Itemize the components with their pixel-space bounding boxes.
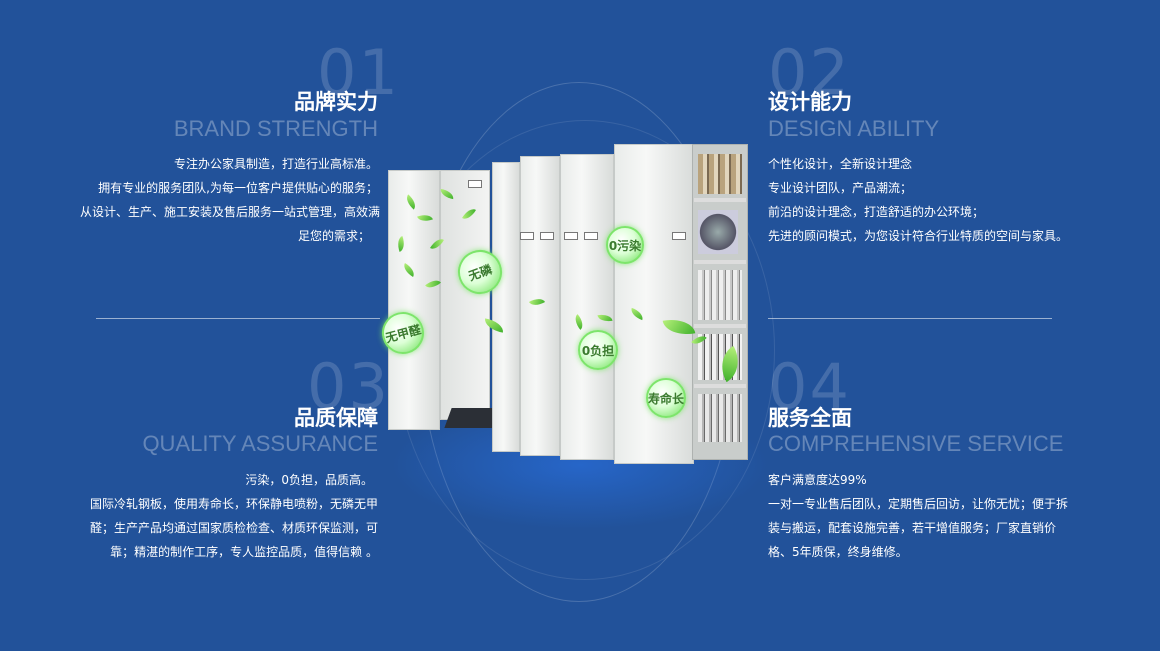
section-text-line: 足您的需求； <box>297 229 370 243</box>
section-number: 04 <box>768 350 851 423</box>
cabinet-handle <box>468 180 482 188</box>
section-text-line: 前沿的设计理念，打造舒适的办公环境； <box>768 205 985 219</box>
section-text-line: 污染，0负担，品质高。 <box>245 473 373 487</box>
section-title: 设计能力 <box>768 90 852 114</box>
section-text-line: 专注办公家具制造，打造行业高标准。 <box>173 157 378 171</box>
section-text-line: 专业设计团队，产品潮流； <box>768 181 913 195</box>
desk-fan <box>698 210 738 254</box>
cabinet-handle <box>564 232 578 240</box>
section-number: 02 <box>768 36 851 109</box>
mobile-shelving-cabinet-image <box>388 140 748 464</box>
section-title: 品牌实力 <box>294 90 378 114</box>
cabinet-panel <box>614 144 694 464</box>
cabinet-handle <box>520 232 534 240</box>
divider-line <box>96 318 380 319</box>
section-title: 品质保障 <box>294 406 378 430</box>
section-text-line: 拥有专业的服务团队,为每一位客户提供贴心的服务； <box>98 181 378 195</box>
section-text-line: 客户满意度达99% <box>768 473 867 487</box>
section-subtitle: QUALITY ASSURANCE <box>142 431 378 456</box>
section-text-line: 先进的顾问模式，为您设计符合行业特质的空间与家具。 <box>768 229 1069 243</box>
section-title: 服务全面 <box>768 406 852 430</box>
cabinet-panel <box>388 170 440 430</box>
shelf-board <box>694 260 746 264</box>
shelf-board <box>694 384 746 388</box>
eco-badge: 寿命长 <box>646 378 686 418</box>
section-text-line: 装与搬运，配套设施完善，若干增值服务；厂家直销价 <box>768 521 1057 535</box>
cabinet-handle <box>584 232 598 240</box>
eco-badge: 0负担 <box>578 330 618 370</box>
shelf-board <box>694 324 746 328</box>
section-text-line: 靠；精湛的制作工序，专人监控品质，值得信赖 。 <box>110 545 378 559</box>
section-text-line: 国际冷轧钢板，使用寿命长，环保静电喷粉，无磷无甲 <box>89 497 378 511</box>
section-number: 01 <box>317 36 400 109</box>
binders <box>698 154 742 194</box>
section-text-line: 一对一专业售后团队，定期售后回访，让你无忧；便于拆 <box>768 497 1069 511</box>
section-text-line: 醛；生产产品均通过国家质检检查、材质环保监测，可 <box>89 521 378 535</box>
section-subtitle: COMPREHENSIVE SERVICE <box>768 431 1064 456</box>
cabinet-panel <box>492 162 520 452</box>
section-text-line: 格、5年质保，终身维修。 <box>768 545 908 559</box>
section-text-line: 个性化设计，全新设计理念 <box>768 157 913 171</box>
eco-badge: 0污染 <box>606 226 644 264</box>
cabinet-panel <box>440 170 490 420</box>
cabinet-handle <box>540 232 554 240</box>
shelf-board <box>694 198 746 202</box>
section-subtitle: BRAND STRENGTH <box>173 116 378 141</box>
section-text-line: 从设计、生产、施工安装及售后服务一站式管理，高效满 <box>80 205 381 219</box>
cabinet-panel <box>560 154 614 460</box>
cabinet-panel <box>520 156 560 456</box>
divider-line <box>768 318 1052 319</box>
binders <box>698 394 742 442</box>
section-number: 03 <box>307 350 390 423</box>
cabinet-handle <box>672 232 686 240</box>
binders <box>698 270 742 320</box>
section-subtitle: DESIGN ABILITY <box>768 116 940 141</box>
